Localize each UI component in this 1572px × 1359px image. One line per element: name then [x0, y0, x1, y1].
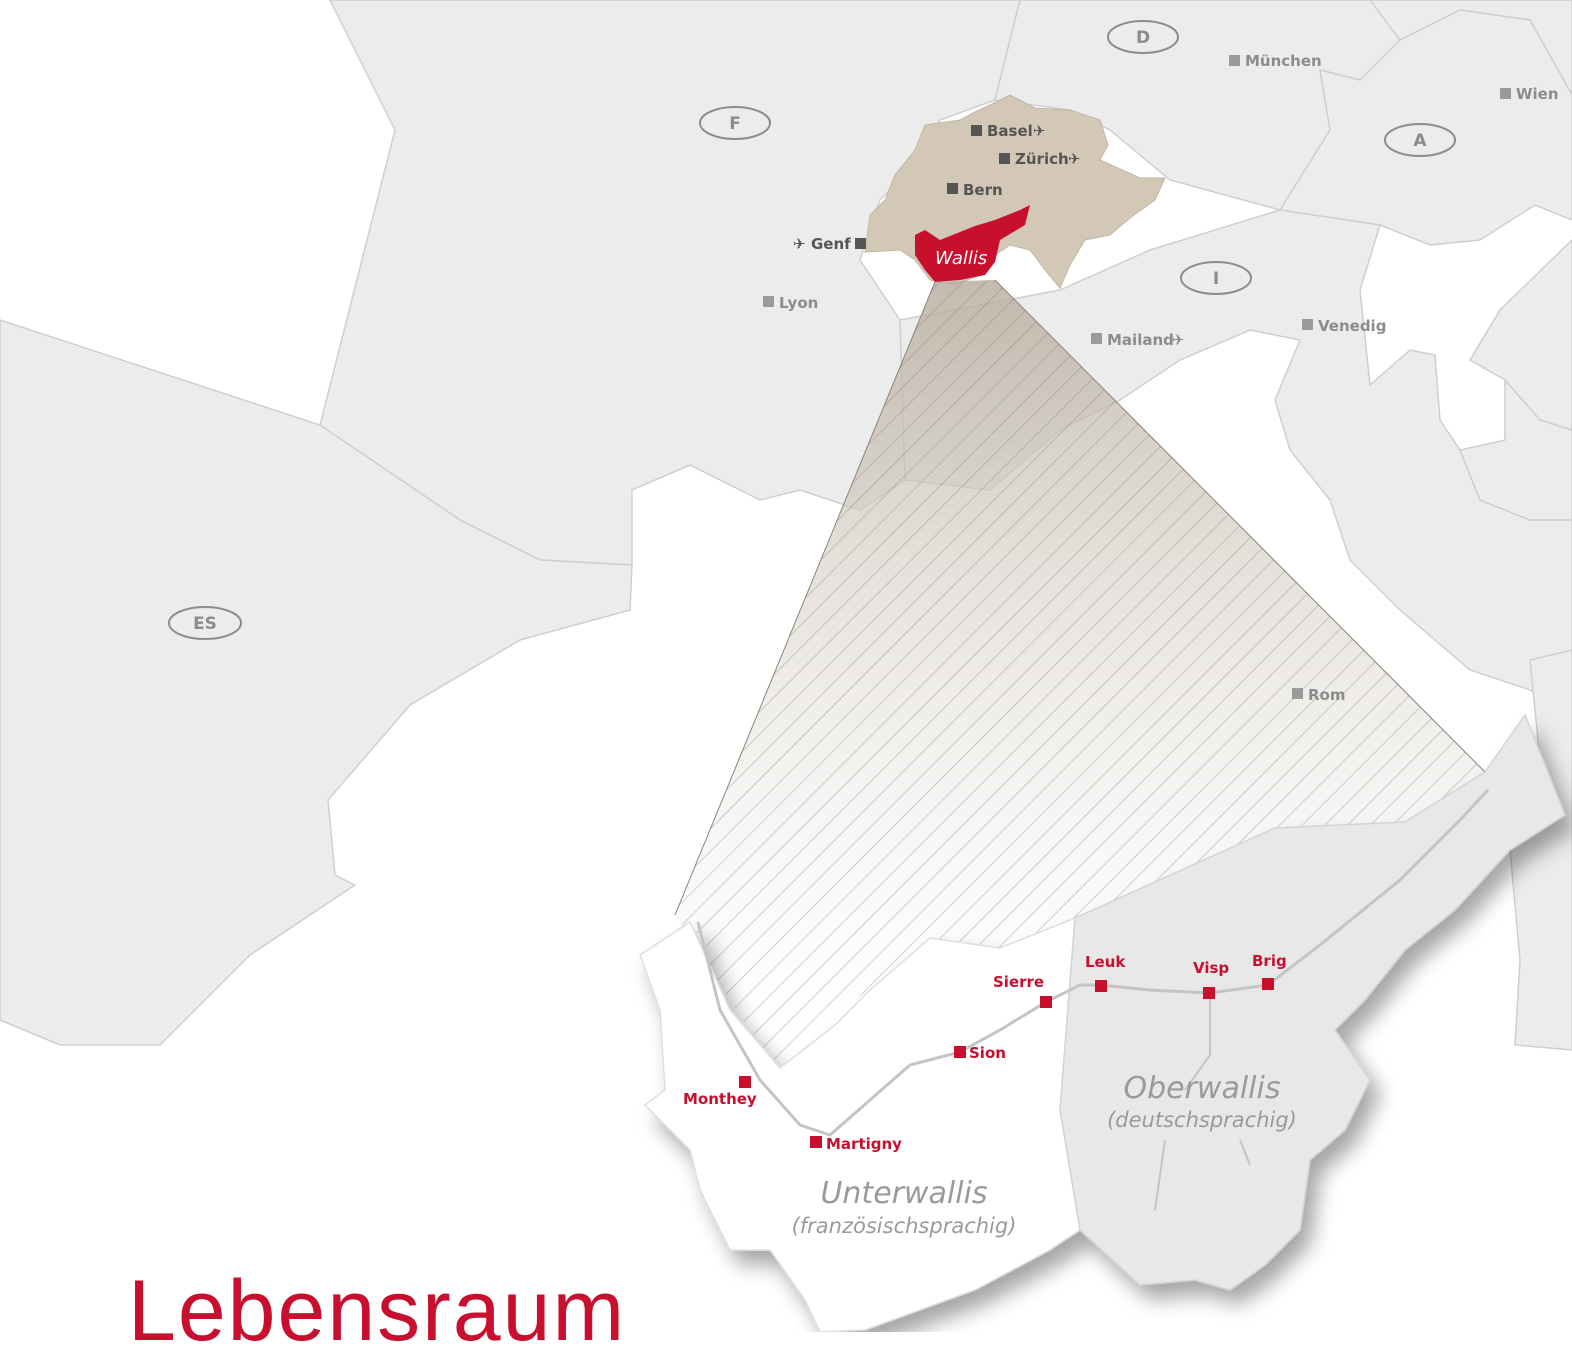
town-visp: Visp: [1193, 959, 1229, 999]
svg-text:D: D: [1136, 28, 1150, 48]
town-martigny: Martigny: [810, 1135, 902, 1153]
wallis-towns: Monthey Martigny Sion Sierre Leuk Visp B…: [683, 952, 1287, 1153]
svg-text:Bern: Bern: [963, 181, 1003, 199]
country-badge-d: D: [1107, 20, 1179, 54]
svg-text:Martigny: Martigny: [826, 1135, 902, 1153]
country-badge-f: F: [699, 106, 771, 140]
svg-text:A: A: [1413, 131, 1427, 151]
page-title: Lebensraum: [128, 1263, 627, 1359]
svg-text:Brig: Brig: [1252, 952, 1287, 970]
country-badge-a: A: [1384, 123, 1456, 157]
region-oberwallis-language: (deutschsprachig): [1107, 1108, 1297, 1132]
svg-text:Genf: Genf: [811, 235, 851, 253]
land-spain: [0, 319, 633, 1046]
svg-text:Basel: Basel: [987, 122, 1033, 140]
city-milan: Mailand ✈: [1091, 331, 1185, 349]
svg-text:ES: ES: [193, 614, 217, 634]
city-vienna: Wien: [1500, 85, 1559, 103]
svg-text:Visp: Visp: [1193, 959, 1229, 977]
city-zurich: Zürich ✈: [999, 150, 1081, 168]
side-valley-visp: [1184, 993, 1211, 1091]
svg-text:Sion: Sion: [969, 1044, 1006, 1062]
country-badge-es: ES: [168, 606, 242, 640]
city-munich: München: [1229, 52, 1322, 70]
land-austria: [1278, 9, 1572, 246]
airport-icon: ✈: [1033, 122, 1046, 140]
town-sion: Sion: [954, 1044, 1006, 1062]
country-badges: D F A I ES: [168, 20, 1456, 640]
svg-text:Monthey: Monthey: [683, 1090, 757, 1108]
svg-text:I: I: [1213, 269, 1219, 289]
town-monthey: Monthey: [683, 1076, 757, 1108]
svg-text:Leuk: Leuk: [1085, 953, 1126, 971]
region-unterwallis-language: (französischsprachig): [792, 1214, 1017, 1238]
zoom-beam: [674, 279, 1486, 1070]
wallis-detail-map: [639, 713, 1566, 1332]
svg-text:Sierre: Sierre: [993, 973, 1044, 991]
svg-text:Mailand: Mailand: [1107, 331, 1174, 349]
airport-icon: ✈: [793, 235, 806, 253]
land-areas: [0, 0, 1572, 1051]
svg-text:Venedig: Venedig: [1318, 317, 1386, 335]
city-geneva: ✈ Genf: [793, 235, 866, 253]
region-labels: Oberwallis (deutschsprachig) Unterwallis…: [792, 1071, 1297, 1238]
city-lyon: Lyon: [763, 294, 818, 312]
svg-text:Zürich: Zürich: [1015, 150, 1069, 168]
side-valley-1: [1154, 1139, 1166, 1211]
country-badge-i: I: [1180, 261, 1252, 295]
european-cities: München Wien Basel ✈ Zürich ✈ Bern ✈ Gen…: [763, 52, 1559, 704]
svg-text:Wien: Wien: [1516, 85, 1559, 103]
side-valley-2: [1239, 1139, 1251, 1166]
unterwallis-area: [639, 916, 1081, 1332]
airport-icon: ✈: [1068, 150, 1081, 168]
city-bern: Bern: [947, 181, 1003, 199]
oberwallis-area: [1059, 713, 1566, 1291]
switzerland-shape: [864, 94, 1166, 289]
airport-icon: ✈: [1172, 331, 1185, 349]
region-unterwallis-name: Unterwallis: [820, 1176, 987, 1211]
wallis-shape-small: [915, 205, 1030, 282]
town-leuk: Leuk: [1085, 953, 1126, 992]
svg-text:München: München: [1245, 52, 1322, 70]
land-east: [1458, 378, 1572, 521]
wallis-label: Wallis: [935, 248, 987, 269]
svg-text:Lyon: Lyon: [779, 294, 818, 312]
city-basel: Basel ✈: [971, 122, 1046, 140]
land-sicily: [1509, 649, 1572, 1051]
town-brig: Brig: [1252, 952, 1287, 990]
city-rome: Rom: [1292, 686, 1346, 704]
svg-text:Rom: Rom: [1308, 686, 1346, 704]
svg-text:F: F: [729, 114, 741, 134]
region-oberwallis-name: Oberwallis: [1123, 1071, 1280, 1106]
city-venice: Venedig: [1302, 317, 1386, 335]
town-sierre: Sierre: [993, 973, 1052, 1008]
